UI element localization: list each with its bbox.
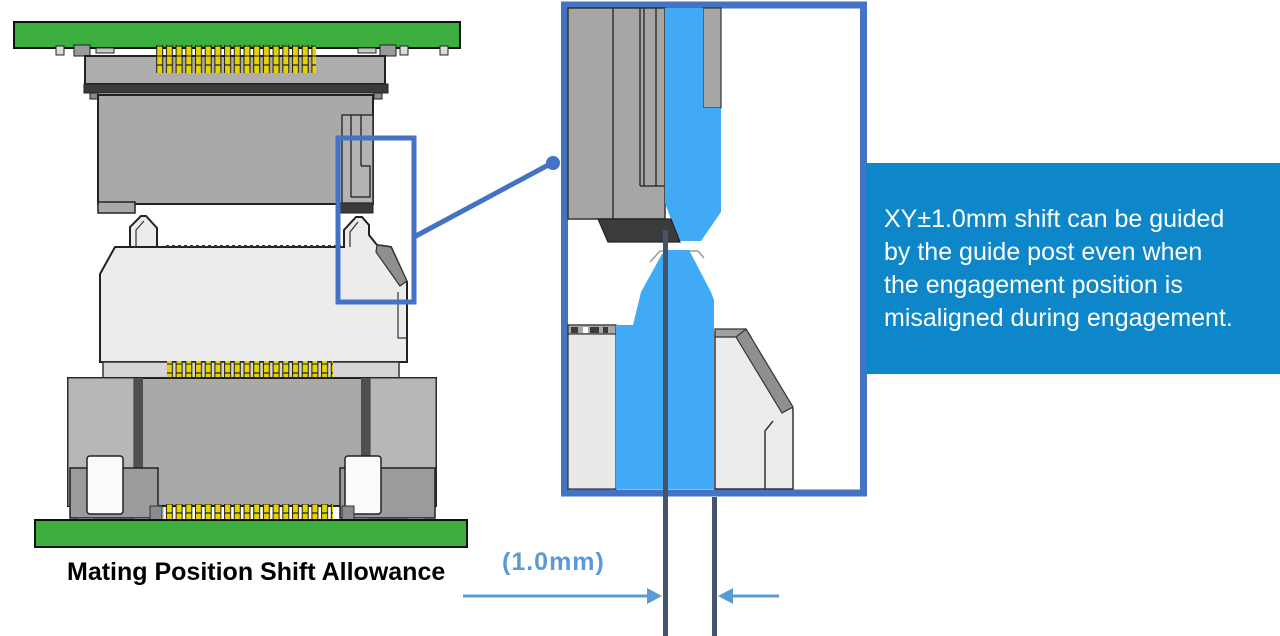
header-base-strip: [83, 83, 389, 94]
callout-rect: [335, 135, 417, 305]
dimension-label: (1.0mm): [502, 548, 605, 576]
diagram-caption: Mating Position Shift Allowance: [67, 558, 446, 586]
guide-post-right-detail: [349, 221, 359, 247]
top-pcb: [13, 21, 461, 49]
top-pin-row: [154, 45, 316, 73]
dimension-arrow-right: [718, 588, 779, 604]
guide-grooves: [341, 114, 374, 204]
top-assembly: [13, 21, 461, 214]
detail-right-block: [714, 328, 794, 490]
mount-bracket-left: [69, 455, 159, 524]
bottom-pin-row: [163, 504, 333, 521]
note-box: XY±1.0mm shift can be guided by the guid…: [866, 163, 1280, 374]
detail-view: [561, 1, 867, 497]
top-body-dark-edge: [337, 202, 374, 214]
leader-line: [412, 160, 554, 240]
note-line: the engagement position is: [884, 270, 1183, 299]
bottom-pcb: [34, 519, 468, 548]
mount-bracket-right: [339, 455, 436, 524]
note-line: misaligned during engagement.: [884, 303, 1233, 332]
note-line: by the guide post even when: [884, 237, 1203, 266]
guide-post-left: [129, 215, 158, 248]
detail-left-block: [567, 324, 617, 490]
note-line: XY±1.0mm shift can be guided: [884, 204, 1225, 233]
detail-housing-dark-tip: [597, 218, 681, 243]
dimension-arrow-left: [463, 588, 662, 604]
detail-top-housing: [567, 7, 722, 220]
top-body: [97, 94, 374, 205]
bottom-assembly: [34, 215, 468, 548]
detail-guide-channel-highlight: [665, 8, 721, 241]
receptacle-chamfer: [375, 244, 408, 287]
top-standoffs: [55, 44, 449, 57]
leader-dot: [546, 156, 560, 170]
mid-pin-row: [167, 361, 333, 378]
